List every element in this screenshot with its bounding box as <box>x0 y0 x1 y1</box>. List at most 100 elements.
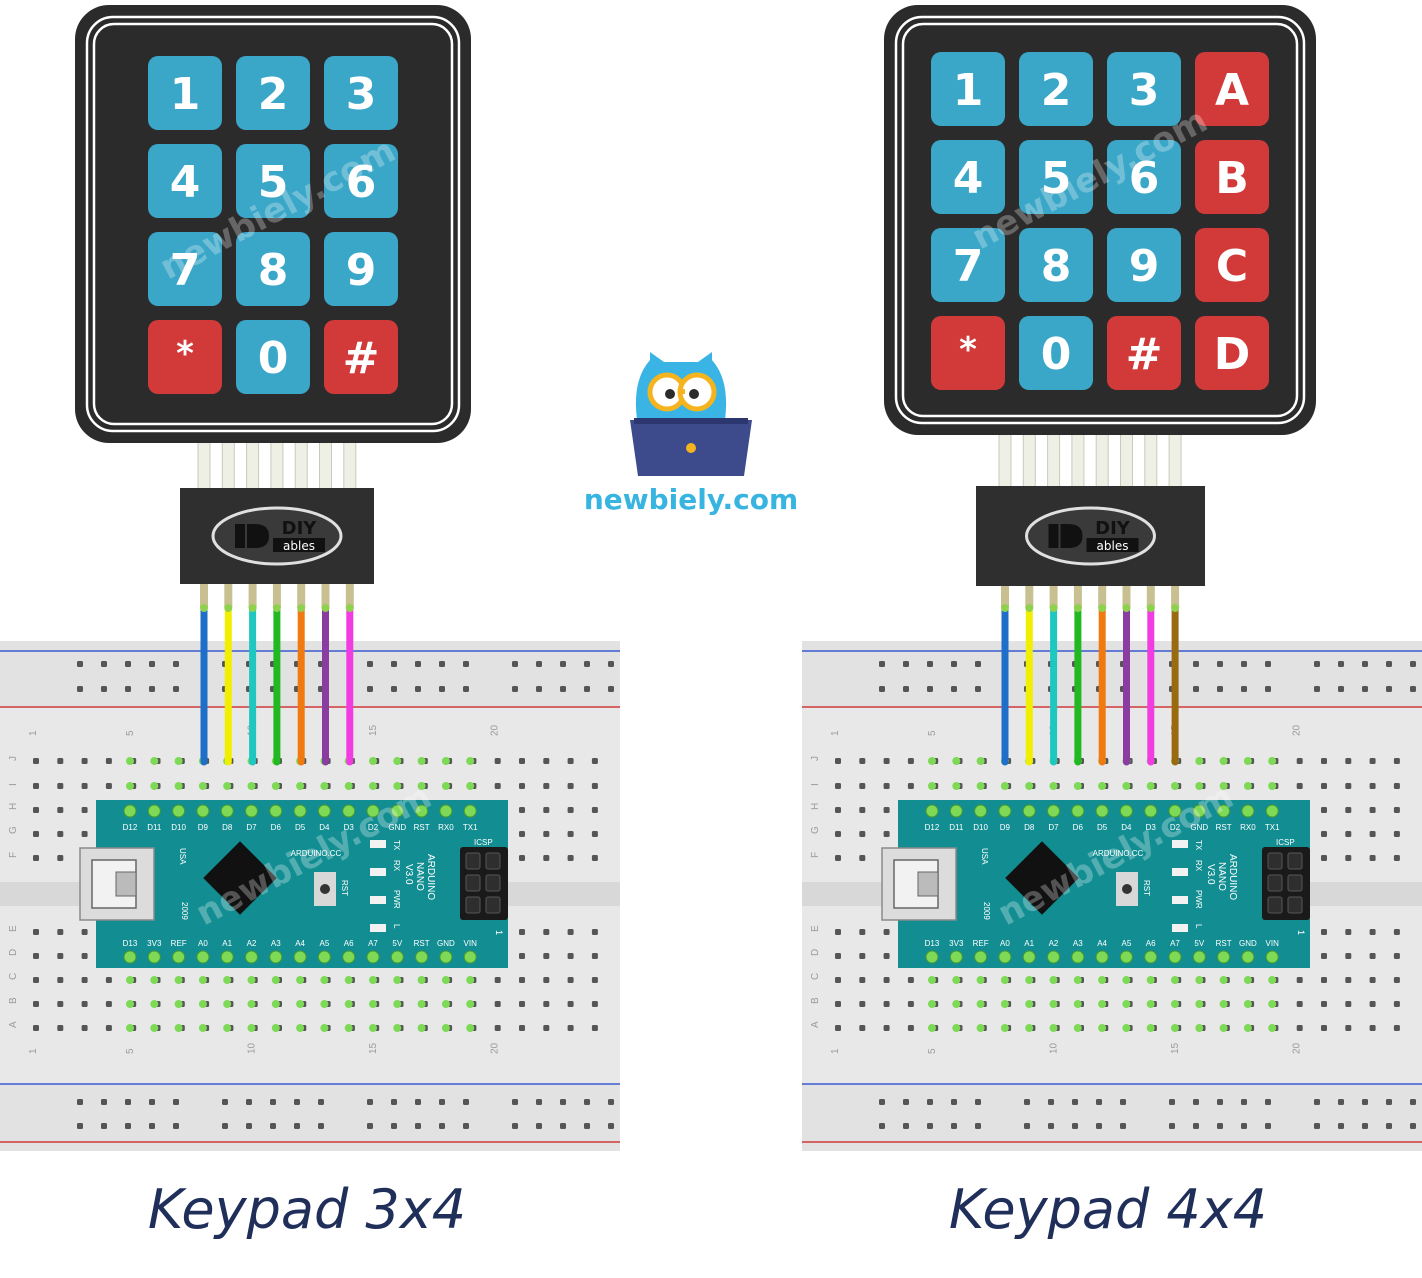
arduino-nano-right: D12D13D113V3D10REFD9A0D8A1D7A2D6A3D5A4D4… <box>881 776 1310 968</box>
header-pin <box>317 804 331 818</box>
header-pin <box>1265 950 1279 964</box>
svg-text:B: B <box>810 997 821 1004</box>
key-button <box>931 140 1005 214</box>
key-label: 3 <box>1129 65 1160 116</box>
svg-text:1: 1 <box>28 1048 39 1054</box>
key-button <box>324 144 398 218</box>
key-button <box>324 320 398 394</box>
pin-label: 3V3 <box>949 939 964 948</box>
header-pin <box>949 950 963 964</box>
pin-label: D12 <box>123 823 138 832</box>
header-pin <box>366 804 380 818</box>
svg-text:NANO: NANO <box>1216 862 1227 891</box>
arduino-nano-left: D12D13D113V3D10REFD9A0D8A1D7A2D6A3D5A4D4… <box>79 776 508 968</box>
key-label: 8 <box>1041 241 1072 292</box>
pin-label: D9 <box>198 823 209 832</box>
pin-label: D6 <box>1073 823 1084 832</box>
svg-text:20: 20 <box>1292 1042 1303 1054</box>
header-pin <box>245 804 258 818</box>
key-button <box>1195 228 1269 302</box>
pin-label: D12 <box>925 823 940 832</box>
key-button <box>324 56 398 130</box>
svg-text:5: 5 <box>125 1048 136 1054</box>
svg-text:PWR: PWR <box>1194 890 1203 909</box>
svg-text:5: 5 <box>927 730 938 736</box>
header-pin <box>1022 950 1036 964</box>
header-pin <box>925 804 939 818</box>
led <box>370 896 386 904</box>
pin-label: D6 <box>271 823 282 832</box>
header-pin <box>147 950 161 964</box>
header-pin <box>1241 950 1255 964</box>
header-pin <box>293 804 307 818</box>
pin-label: D8 <box>1024 823 1035 832</box>
header-pin <box>317 950 331 964</box>
nano-pcb <box>96 800 508 968</box>
key-label: 5 <box>1041 153 1072 204</box>
key-label: 4 <box>953 153 984 204</box>
pin-label: D4 <box>319 823 330 832</box>
header-pin <box>1095 950 1109 964</box>
header-pin <box>123 804 137 818</box>
pin-label: RX0 <box>438 823 454 832</box>
key-label: # <box>1126 329 1163 380</box>
svg-text:2009: 2009 <box>180 902 189 920</box>
pin-label: GND <box>1190 823 1208 832</box>
nano-pcb <box>898 800 1310 968</box>
svg-text:ICSP: ICSP <box>1276 838 1295 847</box>
header-pin <box>1192 950 1206 964</box>
header-pin <box>269 804 283 818</box>
header-pin <box>342 804 356 818</box>
pin-label: D10 <box>171 823 186 832</box>
pin-label: A1 <box>222 939 232 948</box>
key-button <box>1107 228 1181 302</box>
key-label: D <box>1214 329 1251 380</box>
key-button <box>1195 316 1269 390</box>
led <box>1172 868 1188 876</box>
key-button <box>1019 52 1093 126</box>
svg-text:TX: TX <box>392 840 401 851</box>
pin-label: A6 <box>1146 939 1156 948</box>
pin-label: D9 <box>1000 823 1011 832</box>
pin-label: GND <box>437 939 455 948</box>
svg-text:B: B <box>8 997 19 1004</box>
svg-text:1: 1 <box>1296 930 1306 935</box>
svg-text:1: 1 <box>830 730 841 736</box>
key-button <box>1195 52 1269 126</box>
pin-label: REF <box>973 939 989 948</box>
svg-text:15: 15 <box>1170 1042 1181 1054</box>
svg-text:ARDUINO.CC: ARDUINO.CC <box>291 849 342 858</box>
svg-text:F: F <box>8 852 19 858</box>
owl-laptop-logo <box>630 352 752 476</box>
svg-text:D: D <box>8 949 19 956</box>
pin-label: D8 <box>222 823 233 832</box>
pin-label: D7 <box>246 823 257 832</box>
svg-text:USA: USA <box>980 848 989 865</box>
key-button <box>931 228 1005 302</box>
led <box>370 868 386 876</box>
diyables-logo <box>1025 506 1156 566</box>
pin-label: A5 <box>1122 939 1132 948</box>
key-button <box>1107 52 1181 126</box>
header-pin <box>172 804 186 818</box>
svg-text:20: 20 <box>1292 724 1303 736</box>
key-label: 6 <box>346 157 377 208</box>
header-pin <box>1192 804 1206 818</box>
pin-label: GND <box>1239 939 1257 948</box>
svg-text:I: I <box>810 783 821 786</box>
key-label: 3 <box>346 69 377 120</box>
svg-text:2009: 2009 <box>982 902 991 920</box>
key-button <box>1107 140 1181 214</box>
key-label: * <box>959 330 977 370</box>
svg-text:L: L <box>1194 924 1203 929</box>
key-label: 2 <box>258 69 289 120</box>
pin-label: A4 <box>295 939 305 948</box>
svg-text:H: H <box>8 803 19 810</box>
led <box>1172 840 1188 848</box>
pin-label: RST <box>1216 823 1232 832</box>
led <box>370 924 386 932</box>
key-button <box>1019 316 1093 390</box>
svg-text:D: D <box>810 949 821 956</box>
